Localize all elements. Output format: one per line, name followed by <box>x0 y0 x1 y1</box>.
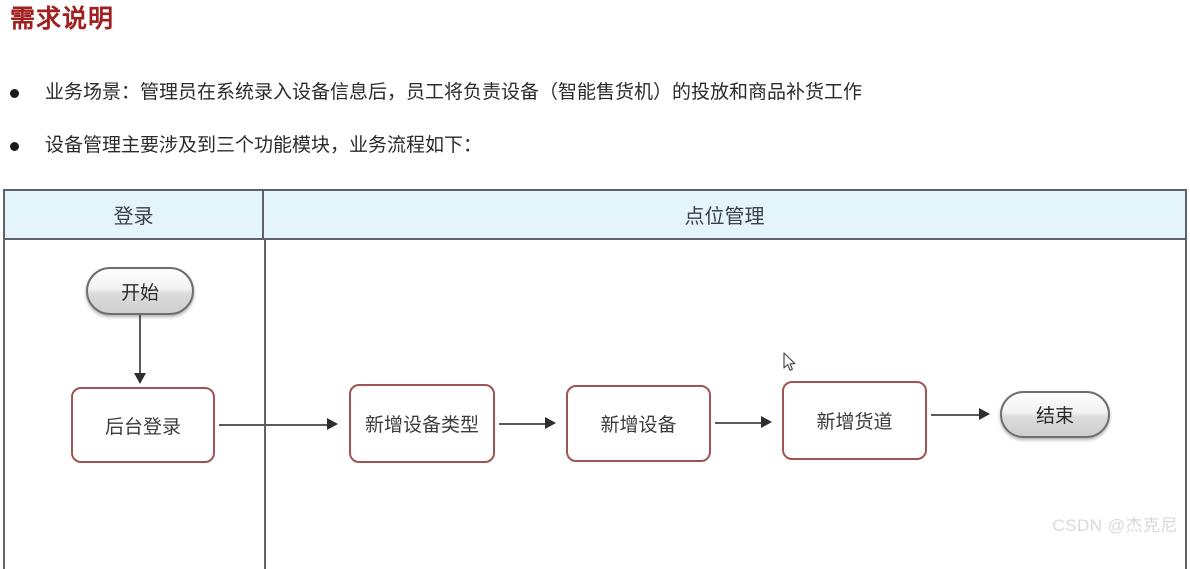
arrowhead-right-icon <box>761 416 772 428</box>
flow-node-add-device-type[interactable]: 新增设备类型 <box>349 384 495 463</box>
swimlane-header-point-management: 点位管理 <box>684 206 765 228</box>
arrowhead-down-icon <box>134 373 146 384</box>
connector-start-to-login <box>139 315 141 375</box>
bullet-item: 设备管理主要涉及到三个功能模块，业务流程如下： <box>10 133 482 159</box>
arrowhead-right-icon <box>545 417 556 429</box>
arrowhead-right-icon <box>979 408 990 420</box>
swimlane-column-divider <box>264 240 266 569</box>
swimlane-header-login: 登录 <box>5 191 264 238</box>
arrowhead-right-icon <box>327 418 338 430</box>
bullet-dot-icon <box>10 89 19 98</box>
connector-channel-to-end <box>931 414 981 416</box>
flow-node-add-channel[interactable]: 新增货道 <box>782 381 927 460</box>
swimlane-header-row: 登录 点位管理 <box>5 191 1185 240</box>
flow-node-end[interactable]: 结束 <box>1000 391 1110 438</box>
bullet-text: 业务场景：管理员在系统录入设备信息后，员工将负责设备（智能售货机）的投放和商品补… <box>45 82 863 103</box>
page-title: 需求说明 <box>10 5 115 33</box>
connector-device-type-to-device <box>499 423 547 425</box>
flow-node-start[interactable]: 开始 <box>86 267 194 315</box>
connector-login-to-device-type <box>219 424 329 426</box>
bullet-text: 设备管理主要涉及到三个功能模块，业务流程如下： <box>45 135 483 156</box>
csdn-watermark: CSDN @杰克尼 <box>1052 516 1178 535</box>
bullet-dot-icon <box>10 142 19 151</box>
flow-node-backend-login[interactable]: 后台登录 <box>71 387 215 463</box>
connector-device-to-channel <box>715 422 763 424</box>
swimlane-table: 登录 点位管理 <box>3 189 1187 569</box>
flow-node-add-device[interactable]: 新增设备 <box>566 385 711 462</box>
bullet-item: 业务场景：管理员在系统录入设备信息后，员工将负责设备（智能售货机）的投放和商品补… <box>10 80 862 106</box>
